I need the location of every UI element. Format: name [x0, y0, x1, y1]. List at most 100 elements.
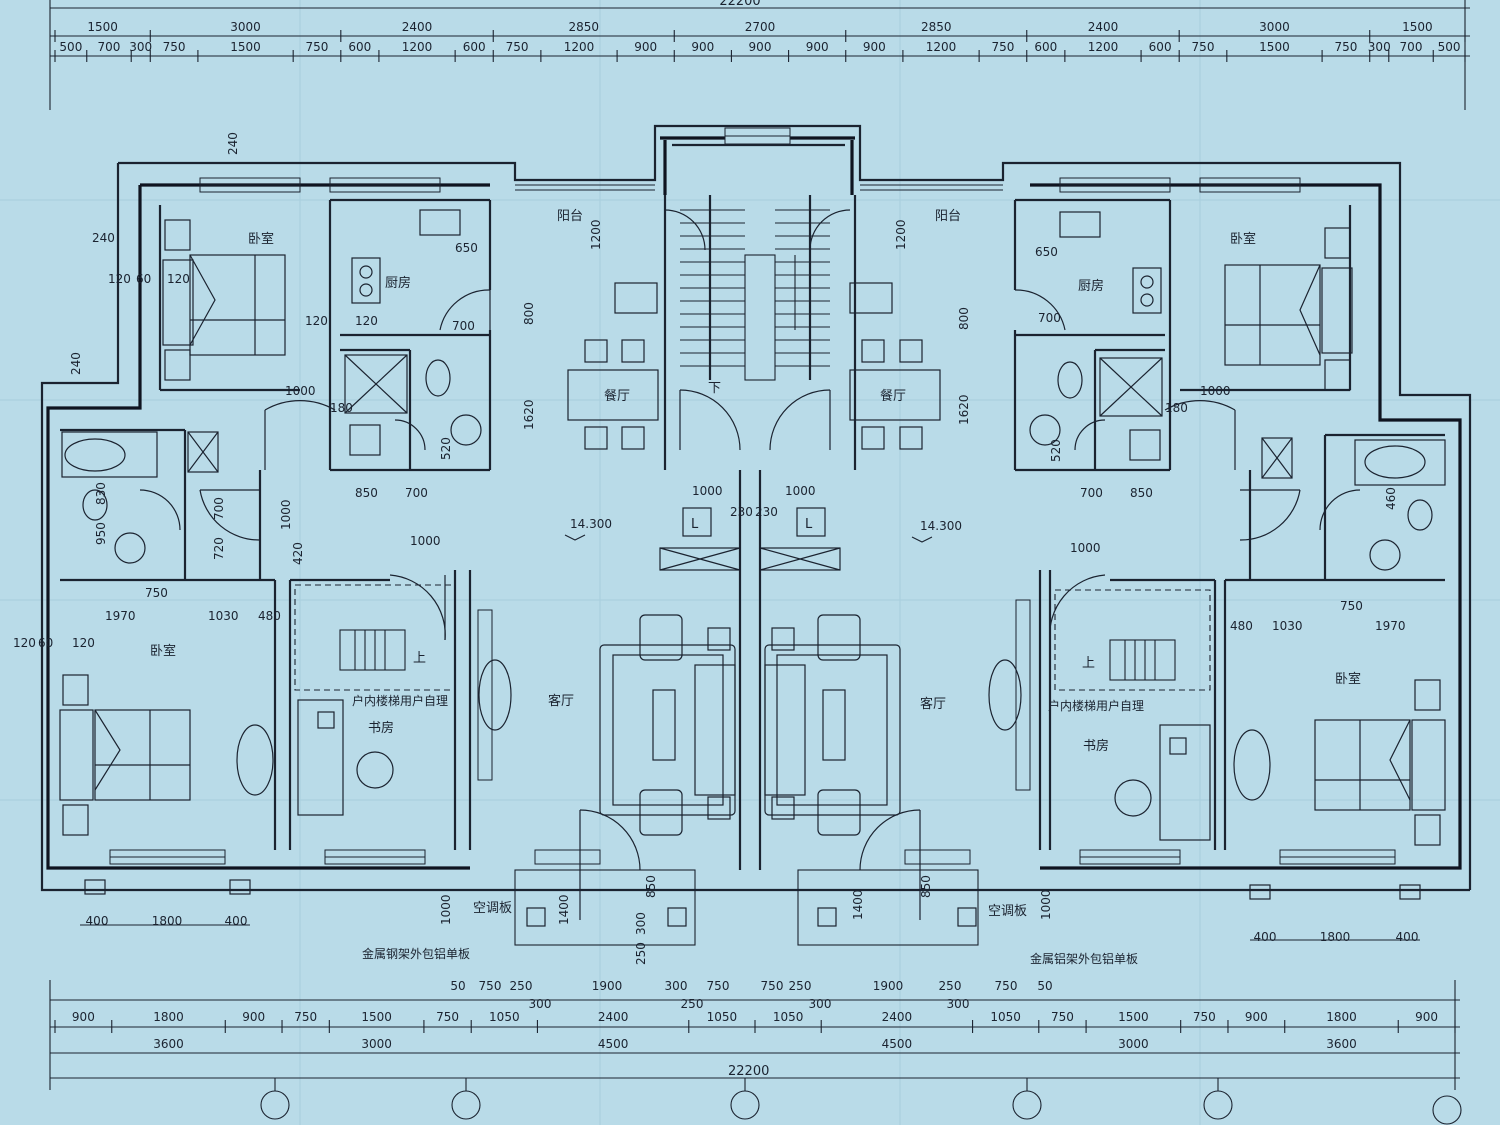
top-row2-label: 600 [463, 40, 486, 54]
dim-180b: 180 [1165, 401, 1188, 415]
dim-1000f: 1000 [439, 894, 453, 925]
bottom-row2-label: 900 [1245, 1010, 1268, 1024]
top-row2-label: 900 [691, 40, 714, 54]
dim-1000c: 1000 [410, 534, 441, 548]
bottom-row1b-label: 250 [681, 997, 704, 1011]
dim-1000g: 1000 [1039, 889, 1053, 920]
stair-up-w: 上 [413, 651, 426, 666]
dim-850d: 850 [1130, 486, 1153, 500]
top-row1-label: 1500 [87, 20, 118, 34]
top-row2-label: 1200 [564, 40, 595, 54]
bottom-total-dimension: 22200 [728, 1064, 769, 1079]
top-row2-label: 300 [129, 40, 152, 54]
bottom-row1-label: 300 [665, 979, 688, 993]
bottom-row2-label: 1500 [1118, 1010, 1149, 1024]
bottom-row3-label: 3000 [361, 1037, 392, 1051]
level-marker-e [911, 536, 933, 543]
stair-down: 下 [708, 381, 721, 396]
top-row2-label: 500 [1438, 40, 1461, 54]
top-row2-label: 600 [1034, 40, 1057, 54]
top-row2-label: 750 [506, 40, 529, 54]
top-row1-ticks [54, 30, 1466, 42]
dim-230b: 230 [755, 505, 778, 519]
level-mark-w: 14.300 [570, 517, 612, 531]
top-total-dimension: 22200 [719, 0, 760, 9]
top-row2-label: 600 [1149, 40, 1172, 54]
dim-520b: 520 [1049, 439, 1063, 462]
bottom-row2-label: 1050 [489, 1010, 520, 1024]
under-bed-label-left: 400 [225, 914, 248, 928]
dim-1000i: 1000 [1070, 541, 1101, 555]
cladding-note-e: 金属铝架外包铝单板 [1030, 951, 1138, 966]
room-labels: 卧室 厨房 阳台 餐厅 客厅 书房 卧室 户内楼梯用户自理 上 下 阳台 餐厅 … [150, 209, 1361, 966]
top-row1-label: 1500 [1402, 20, 1433, 34]
bottom-row1-label: 250 [510, 979, 533, 993]
room-bedroom-ne: 卧室 [1230, 231, 1256, 247]
dim-60b: 60 [38, 636, 53, 650]
dim-1200b: 1200 [894, 219, 908, 250]
top-row1-label: 2700 [745, 20, 776, 34]
dim-650: 650 [455, 241, 478, 255]
bottom-row2-label: 750 [294, 1010, 317, 1024]
dim-480b: 480 [1230, 619, 1253, 633]
top-row2-label: 1500 [1259, 40, 1290, 54]
bottom-row1-label: 250 [939, 979, 962, 993]
axis-bubbles [260, 1078, 1462, 1125]
dim-800: 800 [522, 302, 536, 325]
bottom-row2-label: 2400 [882, 1010, 913, 1024]
under-bed-label-left: 400 [86, 914, 109, 928]
bottom-row1-label: 750 [761, 979, 784, 993]
top-row2-label: 1200 [1088, 40, 1119, 54]
dim-1000a: 1000 [285, 384, 316, 398]
bottom-row2-label: 900 [242, 1010, 265, 1024]
top-row2-label: 500 [59, 40, 82, 54]
ac-board-w: 空调板 [473, 901, 512, 916]
dim-750a: 750 [145, 586, 168, 600]
top-row1-label: 3000 [1259, 20, 1290, 34]
bottom-row1-label: 50 [450, 979, 465, 993]
stair-note-w: 户内楼梯用户自理 [352, 693, 448, 708]
stair-up-e: 上 [1082, 656, 1095, 671]
room-dining-w: 餐厅 [604, 388, 630, 404]
bottom-row1b-label: 300 [529, 997, 552, 1011]
room-study-w: 书房 [368, 720, 394, 736]
dim-1200: 1200 [589, 219, 603, 250]
top-row2-label: 750 [991, 40, 1014, 54]
dim-1970b: 1970 [1375, 619, 1406, 633]
furniture [59, 209, 1446, 946]
top-dimension-lines [49, 0, 1470, 110]
windows [109, 127, 1396, 865]
dim-720: 720 [212, 537, 226, 560]
cladding-note-w: 金属钢架外包铝单板 [362, 946, 470, 961]
bottom-row2-label: 1050 [990, 1010, 1021, 1024]
top-row2-label: 900 [806, 40, 829, 54]
dim-1400a: 1400 [557, 894, 571, 925]
outer-walls [40, 124, 1472, 892]
bottom-row3-label: 3000 [1118, 1037, 1149, 1051]
bottom-row2-label: 900 [72, 1010, 95, 1024]
room-kitchen-w: 厨房 [385, 275, 411, 291]
dim-420: 420 [291, 542, 305, 565]
bottom-row1-label: 1900 [592, 979, 623, 993]
dim-480: 480 [258, 609, 281, 623]
private-stair-left [294, 584, 456, 691]
dim-1970: 1970 [105, 609, 136, 623]
bottom-row3-label: 3600 [153, 1037, 184, 1051]
dim-750b: 750 [1340, 599, 1363, 613]
top-row1-label: 2850 [921, 20, 952, 34]
elevator-left: L [691, 517, 699, 532]
room-bedroom-se: 卧室 [1335, 671, 1361, 687]
dim-1620b: 1620 [957, 394, 971, 425]
top-row2-label: 750 [1192, 40, 1215, 54]
top-row2-label: 750 [1334, 40, 1357, 54]
dim-1400b: 1400 [851, 889, 865, 920]
room-kitchen-e: 厨房 [1078, 278, 1104, 294]
bottom-row2-ticks [54, 1020, 1456, 1033]
bottom-row1-label: 1900 [873, 979, 904, 993]
bottom-row1-label: 750 [995, 979, 1018, 993]
dim-700d: 700 [1080, 486, 1103, 500]
dim-120c: 120 [13, 636, 36, 650]
room-balcony-e: 阳台 [935, 209, 961, 224]
